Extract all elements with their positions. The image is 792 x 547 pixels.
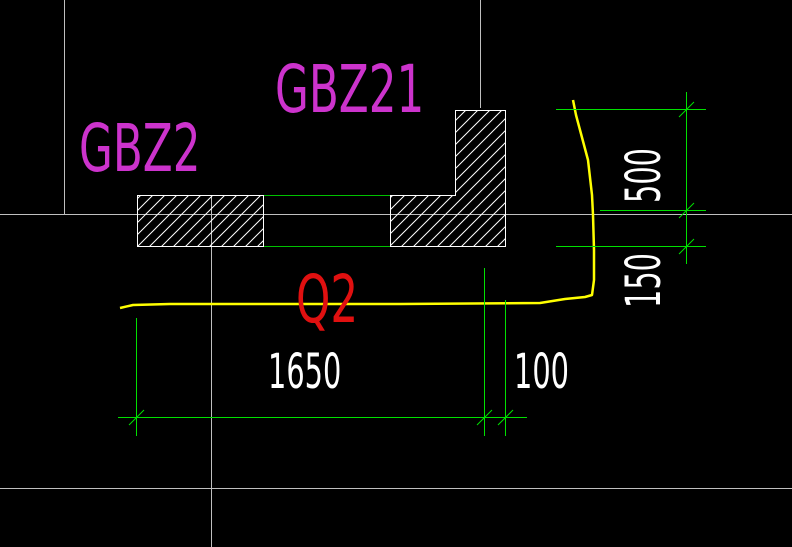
dim-text-150: 150 xyxy=(616,253,672,308)
dimension-horizontal xyxy=(118,268,527,436)
label-column-gbz2[interactable]: GBZ2 xyxy=(79,111,201,188)
tick-bottom xyxy=(678,238,695,255)
wall-lines xyxy=(264,195,390,247)
tick-top xyxy=(678,101,695,118)
column-gbz2-hatch[interactable] xyxy=(137,195,264,247)
label-column-gbz21[interactable]: GBZ21 xyxy=(275,52,424,129)
dim-text-500: 500 xyxy=(616,148,672,203)
label-wall-q2[interactable]: Q2 xyxy=(296,262,358,339)
tick-mid xyxy=(678,202,695,219)
section-cut-line[interactable] xyxy=(119,99,596,310)
tick-left xyxy=(128,409,145,426)
tick-middle xyxy=(476,409,493,426)
tick-right xyxy=(497,409,514,426)
dim-text-100: 100 xyxy=(514,344,569,400)
dim-text-1650: 1650 xyxy=(268,344,341,400)
column-gbz21-hatch[interactable] xyxy=(390,110,506,247)
dimension-vertical xyxy=(556,92,706,264)
